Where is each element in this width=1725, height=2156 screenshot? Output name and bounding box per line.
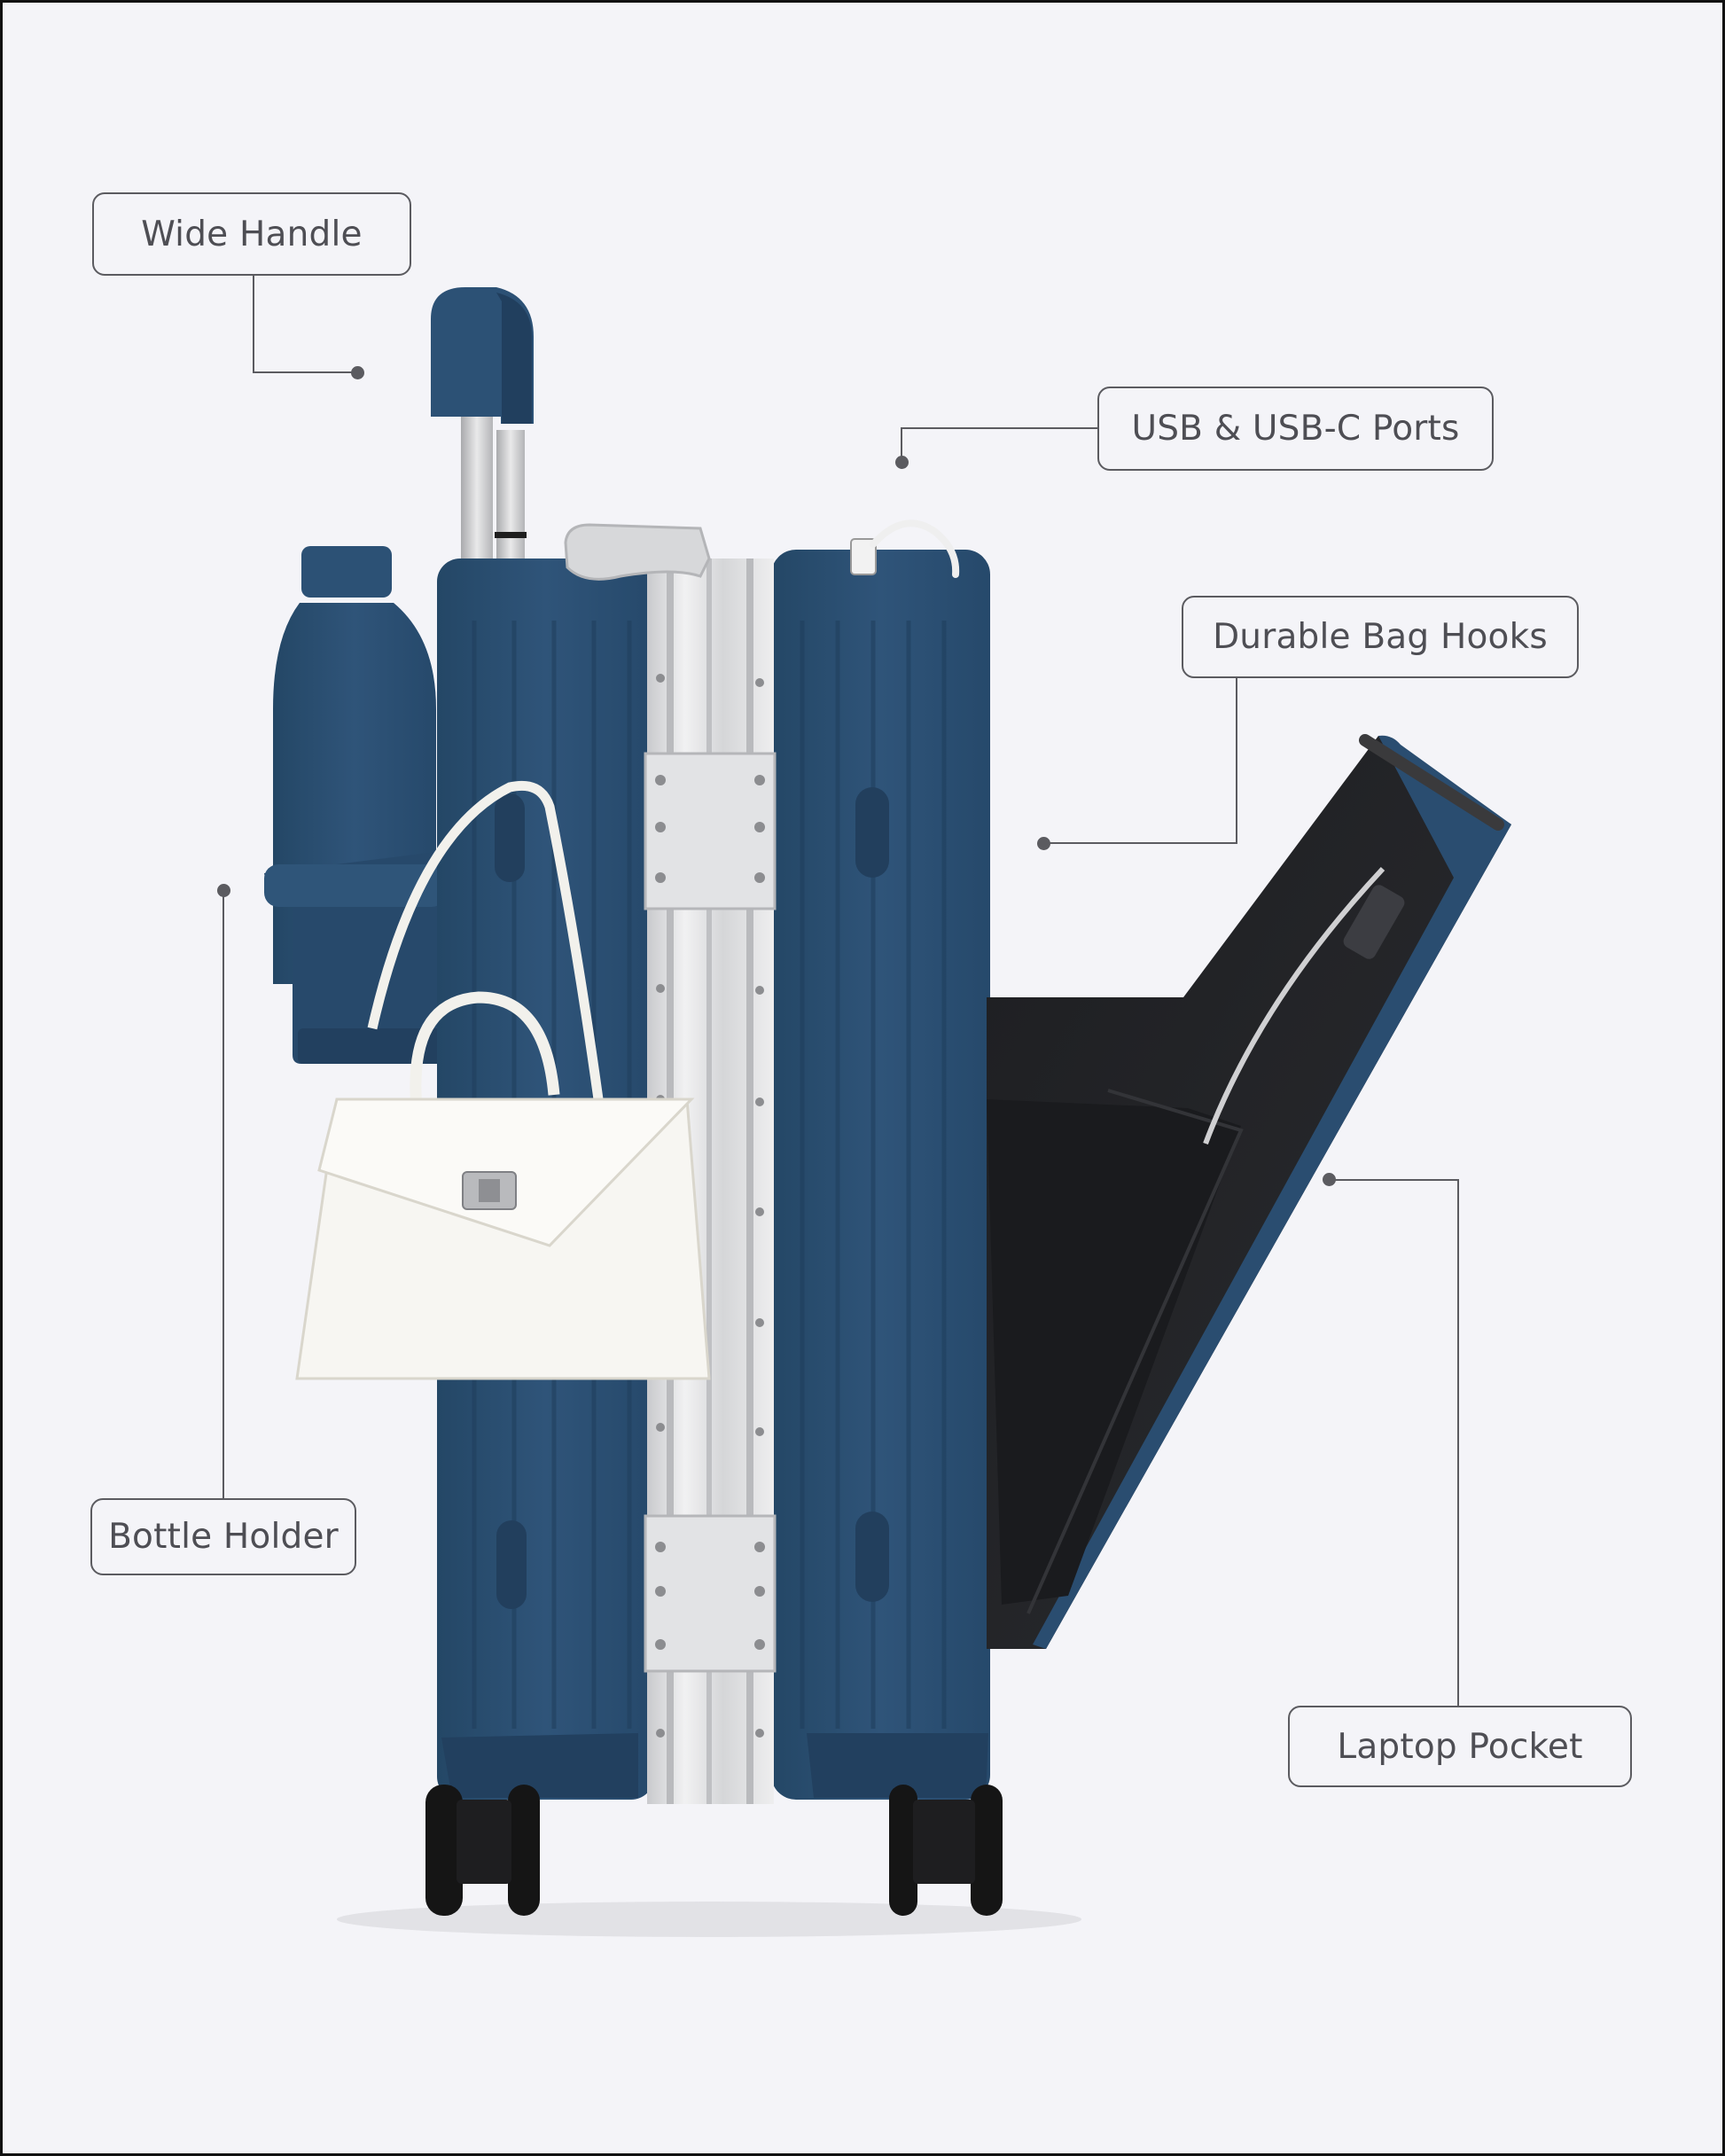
bag-hook-bump <box>495 793 525 882</box>
callout-bottle-holder: Bottle Holder <box>90 1498 356 1575</box>
aluminum-frame <box>644 559 777 1804</box>
callout-laptop-pocket: Laptop Pocket <box>1288 1706 1632 1787</box>
callout-line <box>253 276 254 373</box>
bottle-holder <box>264 851 449 1064</box>
callout-dot <box>351 366 364 379</box>
usb-port <box>850 519 960 578</box>
callout-line <box>901 427 1097 429</box>
right-shell <box>771 550 990 1800</box>
callout-wide-handle-text: Wide Handle <box>141 214 363 254</box>
callout-dot <box>217 884 230 897</box>
laptop-pocket-lid <box>987 734 1511 1649</box>
callout-bag-hooks-text: Durable Bag Hooks <box>1213 617 1548 657</box>
callout-line <box>253 371 357 373</box>
bag-hook-bump <box>855 787 889 878</box>
bag-hook-bump <box>855 1512 889 1602</box>
callout-line <box>1043 842 1237 844</box>
spinner-wheels <box>425 1785 1003 1916</box>
callout-bottle-holder-text: Bottle Holder <box>108 1517 339 1557</box>
callout-dot <box>895 456 909 469</box>
callout-usb-ports: USB & USB-C Ports <box>1097 387 1494 471</box>
callout-line <box>1236 678 1237 844</box>
callout-dot <box>1323 1173 1336 1186</box>
callout-usb-ports-text: USB & USB-C Ports <box>1131 409 1460 449</box>
handbag <box>295 780 711 1380</box>
top-carry-handle <box>564 523 711 581</box>
callout-wide-handle: Wide Handle <box>92 192 411 276</box>
callout-line <box>901 427 902 461</box>
callout-laptop-pocket-text: Laptop Pocket <box>1337 1726 1583 1767</box>
callout-bag-hooks: Durable Bag Hooks <box>1182 596 1579 678</box>
callout-dot <box>1037 837 1050 850</box>
bag-hook-bump <box>496 1520 527 1609</box>
callout-line <box>1457 1179 1459 1706</box>
callout-line <box>222 891 224 1498</box>
callout-line <box>1329 1179 1459 1181</box>
